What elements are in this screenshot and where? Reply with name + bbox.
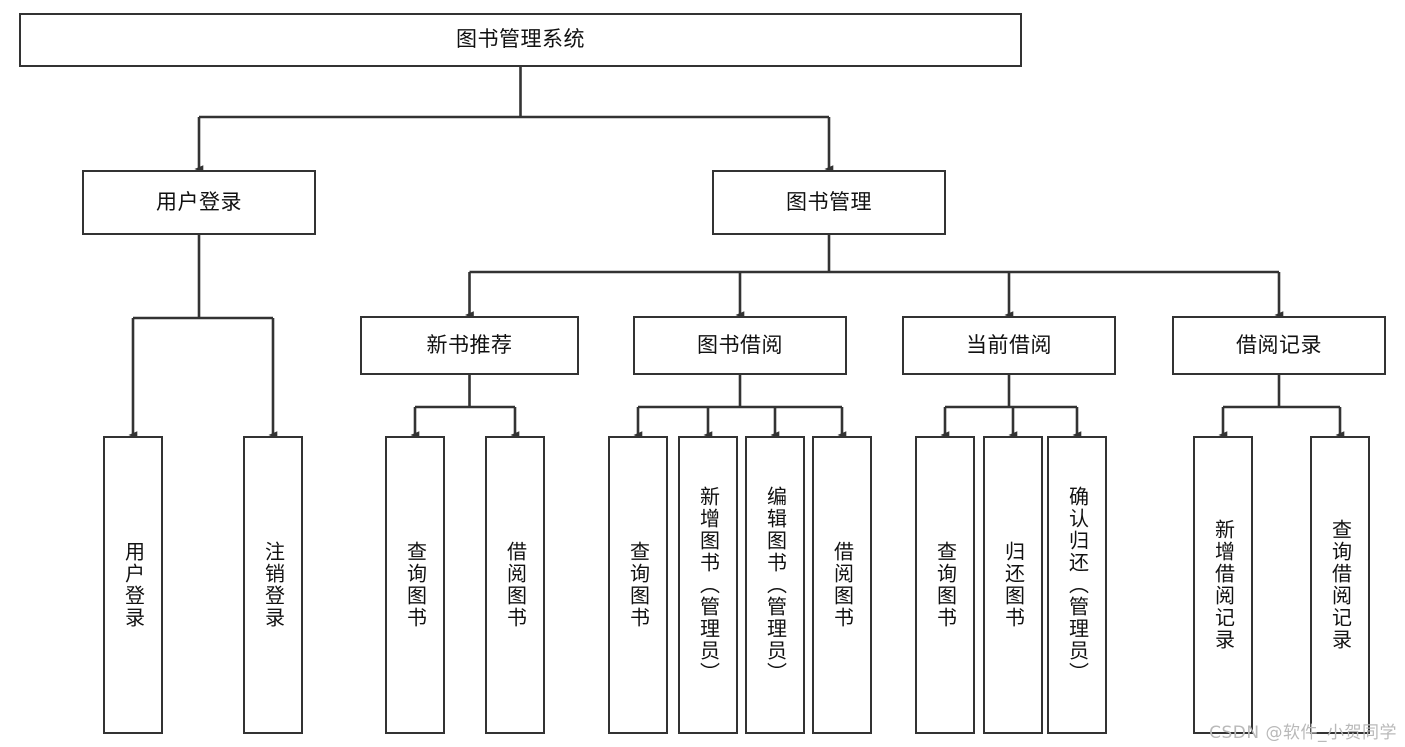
node-label: 查询图书 xyxy=(403,541,428,629)
node-leaf-add-book[interactable]: 新增图书（管理员） xyxy=(678,436,738,734)
node-user-login[interactable]: 用户登录 xyxy=(82,170,316,235)
node-label: 归还图书 xyxy=(1001,541,1026,629)
node-leaf-borrow-book-2[interactable]: 借阅图书 xyxy=(812,436,872,734)
node-leaf-query-book-1[interactable]: 查询图书 xyxy=(385,436,445,734)
node-label: 编辑图书（管理员） xyxy=(763,486,788,684)
node-label: 新书推荐 xyxy=(426,332,513,357)
node-leaf-user-login[interactable]: 用户登录 xyxy=(103,436,163,734)
node-label: 新增图书（管理员） xyxy=(696,486,721,684)
node-new-book-rec[interactable]: 新书推荐 xyxy=(360,316,579,375)
node-label: 用户登录 xyxy=(156,189,242,214)
node-leaf-query-book-3[interactable]: 查询图书 xyxy=(915,436,975,734)
node-label: 图书管理系统 xyxy=(456,27,585,52)
node-label: 注销登录 xyxy=(261,541,286,629)
node-label: 用户登录 xyxy=(121,541,146,629)
node-book-manage[interactable]: 图书管理 xyxy=(712,170,946,235)
node-label: 借阅记录 xyxy=(1236,332,1322,357)
node-label: 查询图书 xyxy=(626,541,651,629)
node-leaf-return-book[interactable]: 归还图书 xyxy=(983,436,1043,734)
node-leaf-query-record[interactable]: 查询借阅记录 xyxy=(1310,436,1370,734)
node-label: 图书借阅 xyxy=(697,332,783,357)
node-leaf-confirm-return[interactable]: 确认归还（管理员） xyxy=(1047,436,1107,734)
node-label: 借阅图书 xyxy=(830,541,855,629)
node-label: 查询图书 xyxy=(933,541,958,629)
node-label: 确认归还（管理员） xyxy=(1065,486,1090,684)
node-leaf-add-record[interactable]: 新增借阅记录 xyxy=(1193,436,1253,734)
csdn-watermark: CSDN @软件_小贺同学 xyxy=(1209,723,1397,743)
node-leaf-query-book-2[interactable]: 查询图书 xyxy=(608,436,668,734)
node-leaf-logout[interactable]: 注销登录 xyxy=(243,436,303,734)
node-label: 查询借阅记录 xyxy=(1328,519,1353,651)
node-leaf-edit-book[interactable]: 编辑图书（管理员） xyxy=(745,436,805,734)
node-leaf-borrow-book-1[interactable]: 借阅图书 xyxy=(485,436,545,734)
node-label: 新增借阅记录 xyxy=(1211,519,1236,651)
node-label: 借阅图书 xyxy=(503,541,528,629)
node-book-borrow[interactable]: 图书借阅 xyxy=(633,316,847,375)
node-label: 当前借阅 xyxy=(966,332,1052,357)
node-current-borrow[interactable]: 当前借阅 xyxy=(902,316,1116,375)
node-label: 图书管理 xyxy=(786,189,872,214)
node-root[interactable]: 图书管理系统 xyxy=(19,13,1022,67)
node-borrow-record[interactable]: 借阅记录 xyxy=(1172,316,1386,375)
